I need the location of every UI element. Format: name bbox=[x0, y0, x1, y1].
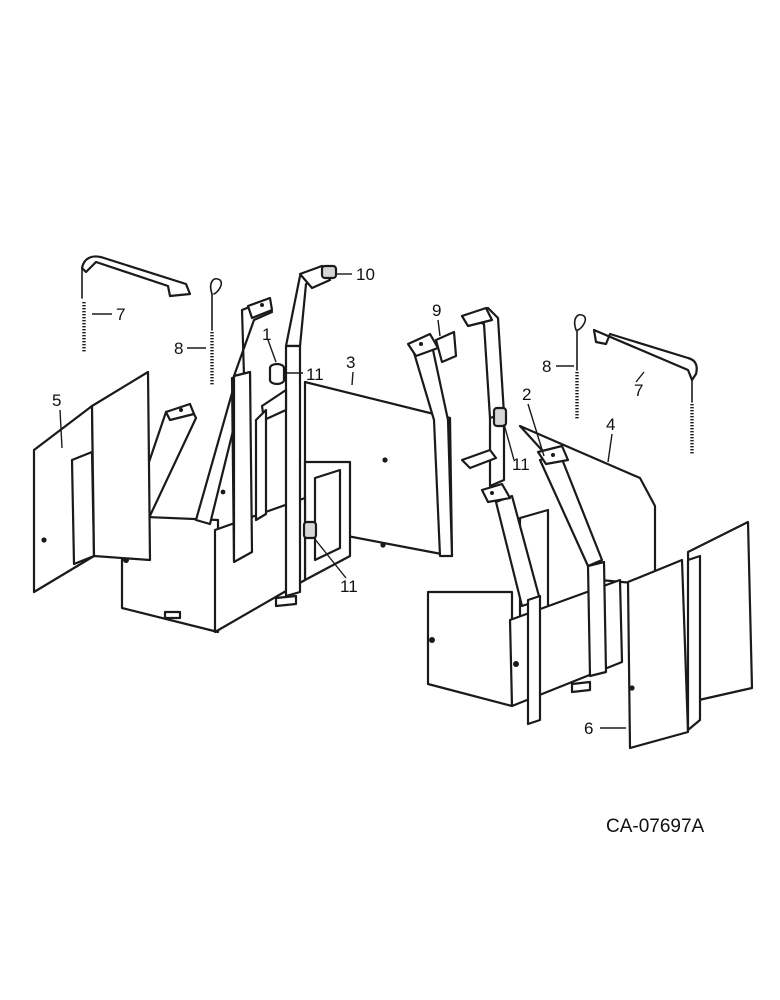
clamp-bracket bbox=[434, 330, 458, 364]
callout-11-right: 11 bbox=[512, 455, 530, 474]
left-hold-down-bar bbox=[80, 255, 192, 352]
callout-8-right: 8 bbox=[542, 357, 551, 376]
callout-3: 3 bbox=[346, 353, 355, 372]
bushing-mid bbox=[302, 520, 318, 540]
left-j-bolt bbox=[209, 278, 223, 385]
right-strap-rear bbox=[536, 444, 608, 678]
right-tall-strap-rear bbox=[460, 306, 506, 488]
callout-6: 6 bbox=[584, 719, 593, 738]
right-strap-front bbox=[480, 482, 542, 726]
callout-2: 2 bbox=[522, 385, 531, 404]
callout-10: 10 bbox=[356, 265, 375, 284]
callout-labels: 7 8 1 11 3 10 9 11 5 2 4 11 8 7 6 bbox=[52, 265, 643, 738]
callout-1: 1 bbox=[262, 325, 271, 344]
left-strap-rear bbox=[194, 296, 274, 564]
callout-7-right: 7 bbox=[634, 381, 643, 400]
callout-5: 5 bbox=[52, 391, 61, 410]
right-hold-down-bar bbox=[592, 328, 698, 454]
bushing-right bbox=[492, 406, 508, 428]
right-end-cover bbox=[626, 520, 754, 750]
callout-7-left: 7 bbox=[116, 305, 125, 324]
callout-11-mid: 11 bbox=[340, 577, 358, 596]
callout-11-top: 11 bbox=[306, 365, 324, 384]
clamp-cap bbox=[320, 264, 338, 280]
callout-9: 9 bbox=[432, 301, 441, 320]
callout-4: 4 bbox=[606, 415, 615, 434]
drawing-code: CA-07697A bbox=[606, 816, 705, 837]
left-battery-tray bbox=[120, 460, 352, 634]
right-j-bolt bbox=[573, 314, 587, 420]
callout-leaders bbox=[59, 273, 645, 729]
left-end-cover bbox=[32, 370, 152, 594]
bushing-top bbox=[268, 362, 286, 386]
callout-8-left: 8 bbox=[174, 339, 183, 358]
